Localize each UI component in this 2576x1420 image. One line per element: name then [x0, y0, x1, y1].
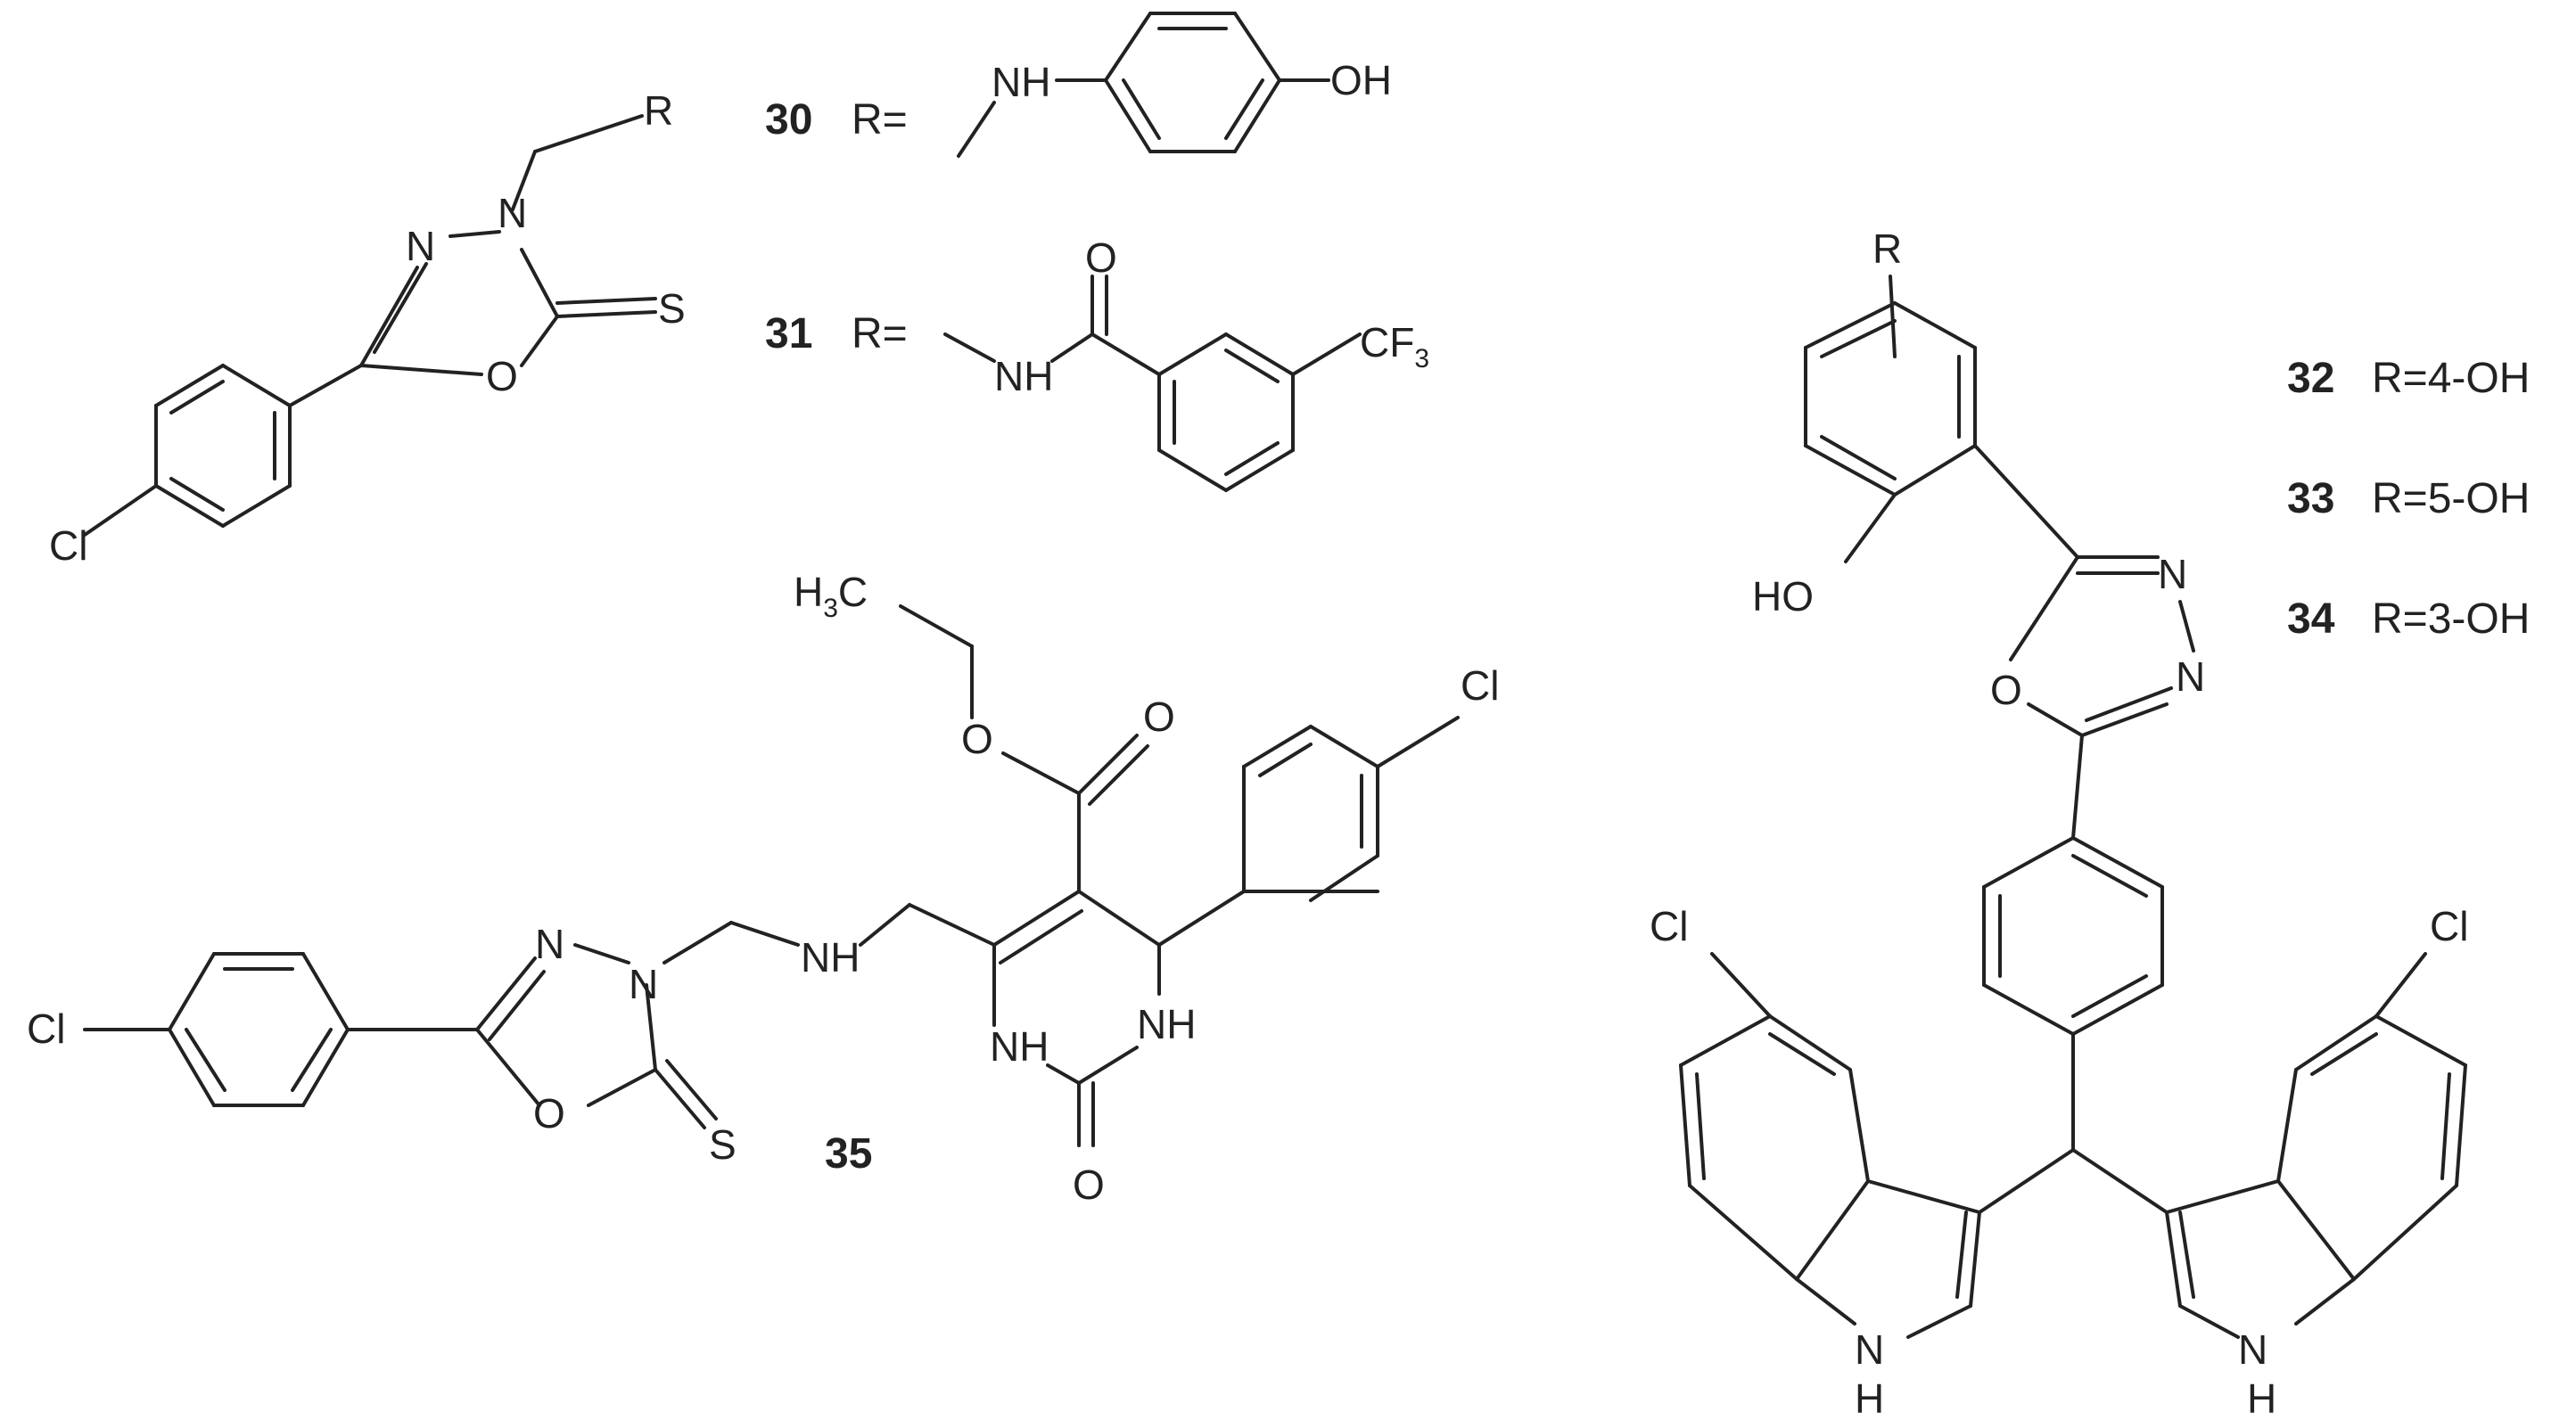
- carbonyl-oxygen-label: O: [1085, 234, 1117, 281]
- indole-hydrogen-label: H: [2247, 1375, 2276, 1420]
- oxygen-atom-label: O: [1990, 667, 2022, 713]
- compounds-32-34-structure: R HO N N O: [1650, 226, 2468, 1420]
- oxygen-atom-label: O: [486, 353, 518, 399]
- amide-nh-label: NH: [994, 353, 1053, 399]
- oxygen-atom-label: O: [533, 1090, 565, 1137]
- compound-number-34: 34: [2287, 595, 2335, 643]
- compound-30-substituent: 30 R= NH OH: [765, 12, 1392, 158]
- methyl-h3c-label: H3C: [794, 569, 868, 623]
- indole-nitrogen-label: N: [1855, 1326, 1884, 1373]
- nitrogen-atom-label: N: [498, 190, 527, 236]
- r-equals-label: R=: [852, 96, 908, 144]
- hydroxyl-ho-label: HO: [1752, 573, 1814, 620]
- amine-nh-label: NH: [992, 59, 1050, 105]
- compound-number-32: 32: [2287, 355, 2334, 402]
- ring-nh-label: NH: [1137, 1001, 1196, 1047]
- compound-31-substituent: 31 R= NH O CF3: [765, 234, 1429, 492]
- trifluoromethyl-c-label: CF3: [1360, 319, 1429, 373]
- chlorine-atom-label: Cl: [27, 1005, 65, 1052]
- indole-hydrogen-label: H: [1855, 1375, 1884, 1420]
- indole-nitrogen-label: N: [2238, 1326, 2267, 1373]
- r-group-legend: 32 R=4-OH 33 R=5-OH 34 R=3-OH: [2287, 355, 2530, 643]
- r-equals-label: R=: [852, 310, 908, 357]
- r-group-32-label: R=4-OH: [2372, 355, 2530, 402]
- chlorine-atom-label: Cl: [1650, 903, 1688, 949]
- ester-oxygen-label: O: [961, 716, 993, 762]
- compound-number-31: 31: [765, 310, 812, 357]
- compound-number-33: 33: [2287, 475, 2334, 522]
- r-group-label: R: [1872, 226, 1902, 272]
- nitrogen-atom-label: N: [629, 961, 658, 1007]
- chlorine-atom-label: Cl: [2430, 903, 2468, 949]
- nitrogen-atom-label: N: [535, 921, 564, 967]
- r-group-34-label: R=3-OH: [2372, 595, 2530, 643]
- r-group-label: R: [644, 87, 673, 134]
- nitrogen-atom-label: N: [2176, 653, 2205, 700]
- r-group-33-label: R=5-OH: [2372, 475, 2530, 522]
- chlorine-atom-label: Cl: [1461, 662, 1499, 709]
- nitrogen-atom-label: N: [406, 223, 435, 269]
- chlorine-atom-label: Cl: [49, 522, 87, 569]
- ring-nh-label: NH: [990, 1023, 1049, 1070]
- ester-carbonyl-oxygen-label: O: [1143, 694, 1175, 740]
- compound-35-structure: Cl N N O S NH NH: [27, 569, 1499, 1208]
- oxadiazole-thione-core-30-31: Cl N N O S R: [49, 87, 686, 569]
- urea-oxygen-label: O: [1073, 1161, 1105, 1208]
- sulfur-atom-label: S: [709, 1121, 737, 1168]
- hydroxyl-label: OH: [1330, 57, 1392, 103]
- compound-number-30: 30: [765, 96, 812, 144]
- compound-number-35: 35: [825, 1130, 872, 1178]
- secondary-amine-label: NH: [801, 934, 860, 981]
- nitrogen-atom-label: N: [2158, 551, 2187, 597]
- sulfur-atom-label: S: [658, 285, 686, 332]
